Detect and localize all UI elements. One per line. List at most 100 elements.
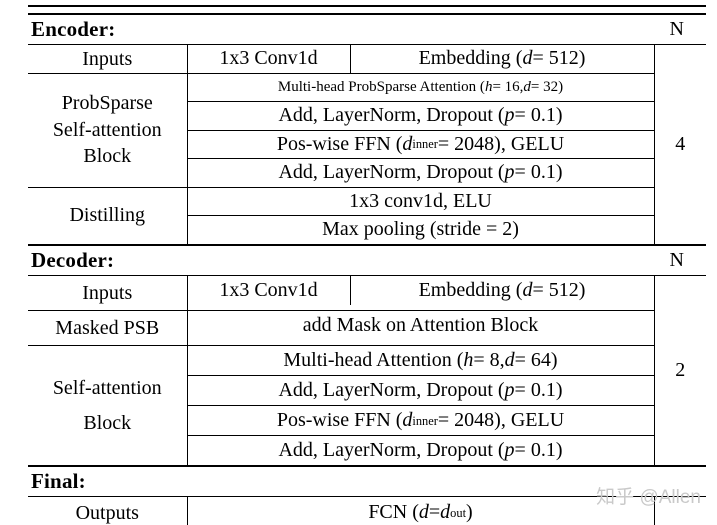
text-run: FCN ( bbox=[368, 501, 419, 524]
text-run: Pos-wise FFN ( bbox=[276, 132, 403, 155]
text-run: Pos-wise FFN ( bbox=[276, 409, 403, 432]
table-cell: 1x3 Conv1d bbox=[188, 45, 351, 73]
table-cell: 1x3 Conv1d bbox=[188, 275, 351, 305]
text-run: Max pooling (stride = 2) bbox=[322, 218, 519, 241]
table-row: Max pooling (stride = 2) bbox=[187, 215, 654, 244]
text-run: = 32) bbox=[530, 78, 564, 95]
math-var: d bbox=[522, 278, 533, 301]
math-var: h bbox=[463, 349, 474, 372]
math-var: d bbox=[402, 132, 413, 155]
section-title-encoder: Encoder: bbox=[31, 17, 116, 41]
text-run: = 512) bbox=[532, 278, 586, 301]
math-var: p bbox=[504, 439, 515, 462]
row-label: Outputs bbox=[28, 497, 188, 525]
group-rows: Multi-head Attention (h = 8, d = 64)Add,… bbox=[187, 346, 654, 465]
table-cell: 1x3 conv1d, ELU bbox=[188, 188, 654, 216]
text-run: Multi-head ProbSparse Attention ( bbox=[277, 78, 485, 95]
math-var: p bbox=[504, 161, 515, 184]
text-run: = 0.1) bbox=[514, 439, 563, 462]
n-column-header: N bbox=[669, 18, 684, 40]
row-group: Masked PSB add Mask on Attention Block bbox=[28, 309, 654, 346]
table-row: Add, LayerNorm, Dropout (p = 0.1) bbox=[187, 158, 654, 187]
table-cell: Add, LayerNorm, Dropout (p = 0.1) bbox=[188, 159, 654, 187]
row-label-line: Outputs bbox=[75, 501, 139, 524]
table-cell: Embedding (d = 512) bbox=[351, 45, 654, 73]
group-rows: 1x3 Conv1d Embedding (d = 512) bbox=[188, 275, 654, 310]
table-row: 1x3 conv1d, ELU bbox=[188, 188, 654, 216]
row-group: Inputs 1x3 Conv1d Embedding (d = 512) bbox=[28, 275, 654, 310]
table-cell: Embedding (d = 512) bbox=[351, 276, 654, 305]
section-title-decoder: Decoder: bbox=[31, 247, 115, 272]
row-group: Distilling 1x3 conv1d, ELU Max pooling (st… bbox=[28, 186, 654, 244]
math-var: d bbox=[504, 349, 515, 372]
row-label-line: Distilling bbox=[69, 204, 146, 227]
table-cell: Add, LayerNorm, Dropout (p = 0.1) bbox=[188, 436, 654, 465]
text-run: ) bbox=[466, 501, 473, 524]
row-label-line: Self-attention bbox=[52, 118, 162, 141]
table-cell: Max pooling (stride = 2) bbox=[188, 216, 654, 244]
n-column-header: N bbox=[669, 248, 684, 271]
n-value-decoder: 2 bbox=[653, 275, 707, 466]
table-row: Add, LayerNorm, Dropout (p = 0.1) bbox=[187, 375, 654, 405]
row-label: Inputs bbox=[28, 45, 188, 73]
text-run: Embedding ( bbox=[418, 47, 523, 70]
text-run: Embedding ( bbox=[418, 278, 523, 301]
text-run: = bbox=[428, 501, 441, 524]
n-value-final bbox=[653, 497, 707, 525]
section-title-final: Final: bbox=[31, 469, 86, 494]
table-cell: Multi-head ProbSparse Attention (h = 16,… bbox=[188, 74, 654, 102]
row-label: Masked PSB bbox=[28, 310, 188, 346]
row-group: Inputs 1x3 Conv1d Embedding (d = 512) bbox=[28, 45, 654, 73]
row-label: Distilling bbox=[28, 187, 188, 244]
text-run: = 512) bbox=[532, 47, 586, 70]
text-run: 1x3 Conv1d bbox=[219, 278, 318, 301]
text-run: 1x3 Conv1d bbox=[219, 47, 318, 70]
section-header-final: Final: bbox=[28, 467, 706, 498]
text-run: = 0.1) bbox=[514, 161, 563, 184]
text-run: = 8, bbox=[473, 349, 505, 372]
table-row: 1x3 Conv1d Embedding (d = 512) bbox=[188, 45, 654, 73]
table-top-double-rule bbox=[28, 5, 706, 15]
table-cell: Multi-head Attention (h = 8, d = 64) bbox=[188, 346, 654, 375]
table-row: Add, LayerNorm, Dropout (p = 0.1) bbox=[187, 435, 654, 465]
math-var: d bbox=[440, 501, 451, 524]
math-var: h bbox=[484, 78, 493, 95]
math-var: d bbox=[418, 501, 429, 524]
text-run: = 0.1) bbox=[514, 104, 563, 127]
table-row: Multi-head ProbSparse Attention (h = 16,… bbox=[188, 74, 654, 102]
math-var: d bbox=[522, 47, 533, 70]
row-label-line: Inputs bbox=[82, 47, 133, 70]
table-cell: add Mask on Attention Block bbox=[188, 311, 654, 340]
group-rows: 1x3 conv1d, ELU Max pooling (stride = 2) bbox=[187, 188, 654, 244]
text-run: add Mask on Attention Block bbox=[302, 313, 539, 336]
text-run: = 16, bbox=[492, 78, 524, 95]
text-run: 1x3 conv1d, ELU bbox=[349, 189, 492, 212]
table-cell: Add, LayerNorm, Dropout (p = 0.1) bbox=[188, 102, 654, 130]
math-var: d bbox=[523, 78, 531, 95]
text-run: = 2048), GELU bbox=[437, 409, 565, 432]
table-row: add Mask on Attention Block bbox=[188, 311, 654, 340]
group-rows: 1x3 Conv1d Embedding (d = 512) bbox=[188, 45, 654, 73]
text-run: Add, LayerNorm, Dropout ( bbox=[278, 439, 505, 462]
text-run: = 0.1) bbox=[514, 379, 563, 402]
group-rows: add Mask on Attention Block bbox=[188, 311, 654, 345]
row-label-line: Inputs bbox=[82, 281, 133, 304]
row-label-line: ProbSparse bbox=[61, 92, 153, 115]
